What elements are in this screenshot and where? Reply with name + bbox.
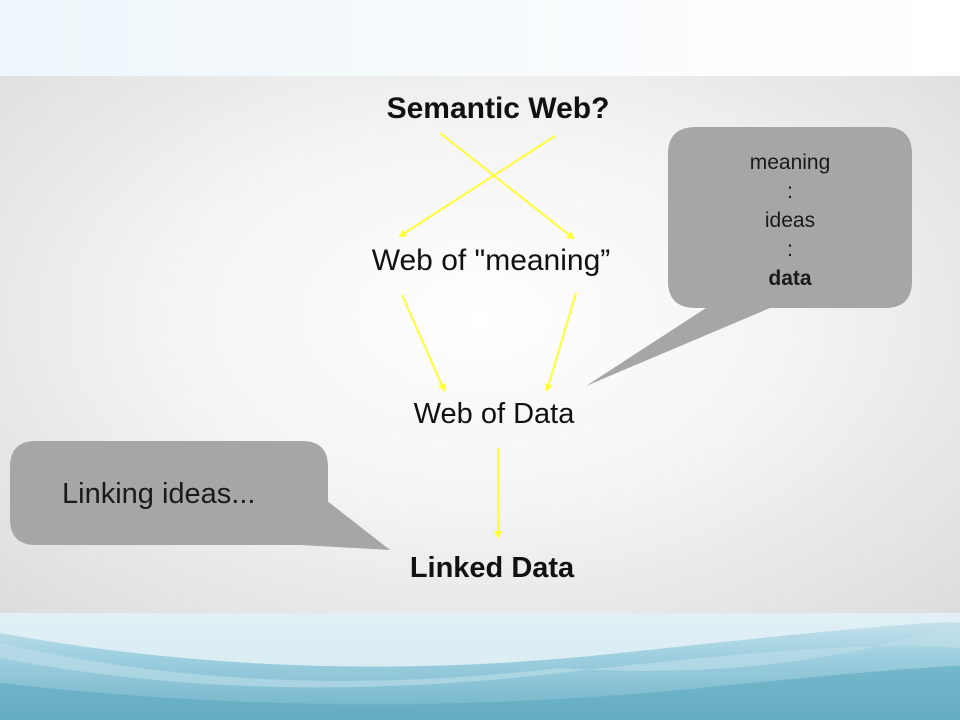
callout-right-text: meaning : ideas : data: [670, 148, 910, 293]
callout-separator: :: [787, 180, 793, 203]
callout-line-meaning: meaning: [749, 151, 831, 174]
node-linked-data: Linked Data: [409, 552, 575, 584]
node-web-of-data: Web of Data: [413, 398, 575, 430]
diagram-title: Semantic Web?: [386, 92, 610, 125]
footer-wave-decoration: [0, 613, 960, 720]
slide-footer-band: [0, 613, 960, 720]
node-web-of-meaning: Web of "meaning”: [371, 244, 611, 277]
callout-left-text: Linking ideas...: [62, 478, 256, 510]
slide-header-band: [0, 0, 960, 76]
callout-line-ideas: ideas: [764, 209, 816, 232]
callout-separator: :: [787, 238, 793, 261]
callout-line-data: data: [768, 267, 812, 290]
